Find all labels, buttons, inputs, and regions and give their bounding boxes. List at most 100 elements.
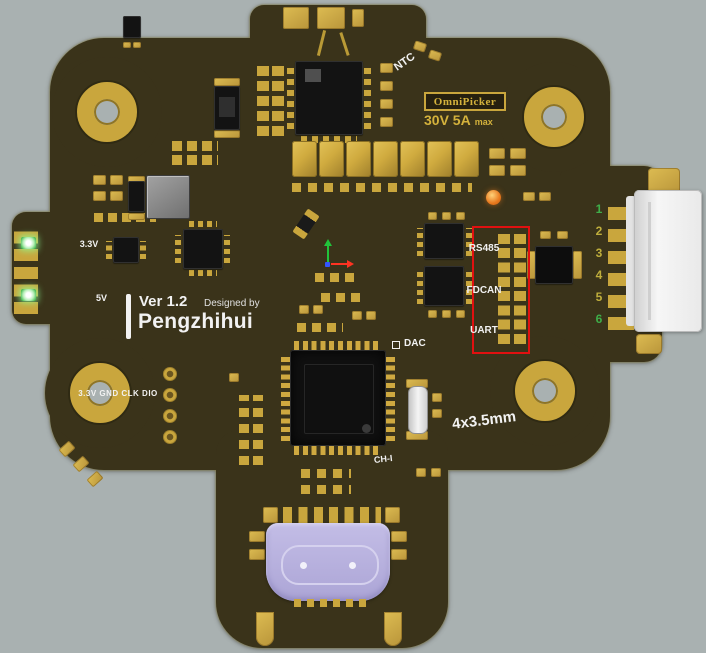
axis-origin-blue	[325, 262, 330, 267]
ic-pin-row	[140, 241, 146, 259]
mcu-pin-row	[294, 341, 382, 350]
capacitor	[373, 141, 398, 177]
solder-pad	[249, 531, 265, 542]
solder-pad	[442, 212, 451, 220]
solder-pad	[249, 549, 265, 560]
solder-pad	[380, 117, 393, 127]
ic-pin-row	[189, 270, 217, 276]
ic-pin-row	[175, 235, 181, 263]
solder-pad	[510, 165, 526, 176]
passive-pads-row	[172, 155, 218, 165]
mounting-hole-bottom-left	[70, 363, 130, 423]
edge-castellation	[256, 612, 274, 646]
interface-highlight-box	[472, 226, 530, 354]
usb-pads-row	[283, 507, 381, 525]
solder-pad	[352, 311, 362, 320]
mounting-hole-top-right	[524, 87, 584, 147]
rail-5v-label: 5V	[96, 293, 108, 303]
ic-pin-row	[106, 241, 112, 259]
edge-pad	[72, 455, 90, 473]
status-led-green	[21, 237, 36, 249]
passive-pads-column	[272, 62, 284, 136]
axis-x-arrowhead	[347, 260, 354, 268]
capacitor	[454, 141, 479, 177]
jst-connector	[634, 190, 702, 332]
mcu-pin-row	[386, 353, 395, 441]
passive-pads-row	[321, 293, 363, 302]
solder-pad	[406, 379, 428, 388]
ic-pin-row	[417, 272, 423, 304]
edge-castellation	[384, 612, 402, 646]
capacitor	[292, 141, 317, 177]
crystal-component	[535, 246, 573, 284]
copper-trace	[316, 30, 327, 56]
ic-pin-row	[466, 272, 472, 304]
solder-pad	[133, 42, 141, 48]
author-label: Pengzhihui	[138, 310, 253, 333]
solder-pad	[456, 212, 465, 220]
solder-pad	[123, 42, 131, 48]
connector-pin-label-1: 1	[595, 202, 603, 216]
solder-pad	[432, 393, 442, 402]
axis-y-green	[327, 245, 329, 262]
designed-by-label: Designed by	[204, 298, 260, 309]
regulator-ic	[146, 175, 190, 219]
solder-pad	[229, 373, 239, 382]
ic-pin-row	[301, 136, 357, 143]
mcu-pin-row	[294, 446, 382, 455]
connector-pin-label-2: 2	[595, 224, 603, 238]
connector-pin-label-4: 4	[595, 268, 603, 282]
status-led-green	[21, 289, 36, 301]
solder-tab	[636, 334, 662, 354]
passive-pads-column	[253, 395, 263, 465]
solder-tab	[317, 7, 345, 29]
rs485-label: RS485	[468, 243, 500, 254]
solder-tab	[283, 7, 309, 29]
solder-pad	[489, 148, 505, 159]
solder-pad	[428, 212, 437, 220]
solder-pad	[432, 409, 442, 418]
small-ic	[113, 237, 139, 263]
edge-castellation-row	[294, 599, 372, 607]
ic-pin-row	[466, 228, 472, 256]
connector-pin-label-6: 6	[595, 312, 603, 326]
mounting-hole-top-left	[77, 82, 137, 142]
dac-label: DAC	[404, 338, 426, 349]
solder-pad	[214, 130, 240, 138]
version-label: Ver 1.2	[139, 293, 188, 310]
solder-pad	[128, 213, 145, 220]
ic-die-mark	[305, 69, 321, 82]
solder-pad	[431, 468, 441, 477]
capacitor	[346, 141, 371, 177]
solder-tab	[648, 168, 680, 194]
capacitor	[400, 141, 425, 177]
solder-pad	[456, 310, 465, 318]
passive-pads-row	[301, 485, 351, 494]
passive-pads-row	[301, 469, 351, 478]
ic-pin-row	[224, 235, 230, 263]
mount-spec-label: 4x3.5mm	[451, 408, 518, 433]
solder-pad	[110, 191, 123, 201]
mcu-pin-row	[281, 353, 290, 441]
solder-pad	[416, 468, 426, 477]
ic-pin-row	[287, 67, 294, 129]
interface-pads-column	[514, 232, 526, 344]
status-led-orange	[486, 190, 501, 205]
uart-label: UART	[470, 325, 498, 336]
solder-pad	[391, 549, 407, 560]
debug-pad	[163, 430, 177, 444]
component-face	[219, 97, 235, 117]
solder-pad	[573, 251, 582, 279]
passive-pads-row	[94, 213, 156, 222]
axis-y-arrowhead	[324, 239, 332, 246]
solder-pad	[557, 231, 568, 239]
connector-slot-line	[648, 202, 651, 320]
solder-pad	[263, 507, 278, 523]
mcu-pin1-dot	[362, 424, 371, 433]
ic-pin-row	[189, 221, 217, 227]
solder-pad	[93, 191, 106, 201]
solder-pad	[391, 531, 407, 542]
usb-c-cavity-outline	[281, 545, 379, 585]
solder-pad	[380, 99, 393, 109]
